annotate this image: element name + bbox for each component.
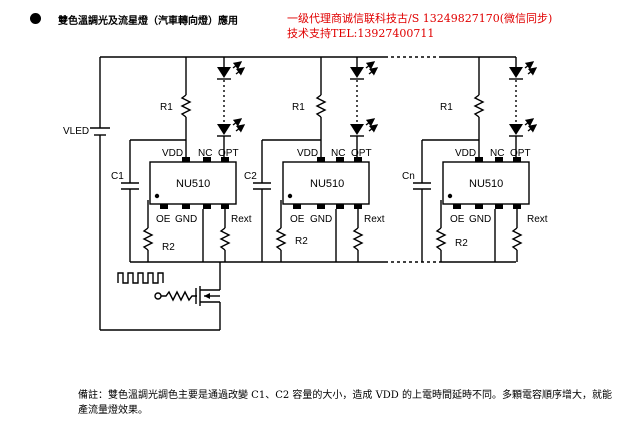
stage-2-gnd-pin: GND [310, 214, 332, 225]
stage-2-opt-pin: OPT [351, 148, 372, 159]
stage-1-oe-pin: OE [156, 214, 171, 225]
stage-2-cap-label: C2 [244, 171, 257, 182]
page-title: 雙色溫調光及流星燈（汽車轉向燈）應用 [58, 16, 238, 27]
stage-1-r2-label: R2 [162, 242, 175, 253]
stage-2-oe-pin: OE [290, 214, 305, 225]
stage-1-chip-label: NU510 [176, 178, 210, 190]
stage-2-r2-label: R2 [295, 236, 308, 247]
stage-n-nc-pin: NC [490, 148, 504, 159]
stage-n-opt-pin: OPT [510, 148, 531, 159]
stage-n-r2-label: R2 [455, 238, 468, 249]
stage-2-vdd-pin: VDD [297, 148, 318, 159]
stage-1-gnd-pin: GND [175, 214, 197, 225]
pwm-mosfet-control [117, 262, 221, 330]
stage-1-rext-pin: Rext [231, 214, 252, 225]
stage-n-chip-label: NU510 [469, 178, 503, 190]
stage-2-chip-label: NU510 [310, 178, 344, 190]
stage-2-nc-pin: NC [331, 148, 345, 159]
stage-n-r1-label: R1 [440, 102, 453, 113]
vled-supply: VLED [63, 57, 220, 331]
stage-2: R1 C2 NU510 VDD NC OPT OE GND Rext R2 [244, 57, 385, 262]
vled-label: VLED [63, 126, 89, 137]
stage-n-vdd-pin: VDD [455, 148, 476, 159]
header-bullet [30, 13, 41, 24]
stage-1: R1 C1 NU510 VDD NC OPT OE GND Rext [111, 57, 252, 262]
stage-1-nc-pin: NC [198, 148, 212, 159]
stage-1-vdd-pin: VDD [162, 148, 183, 159]
stage-2-rext-pin: Rext [364, 214, 385, 225]
stage-n-rext-pin: Rext [527, 214, 548, 225]
stage-n-cap-label: Cn [402, 171, 415, 182]
stage-1-opt-pin: OPT [218, 148, 239, 159]
vendor-support-line: 技术支持TEL:13927400711 [287, 27, 435, 40]
stage-n-gnd-pin: GND [469, 214, 491, 225]
stage-n: R1 Cn NU510 VDD NC OPT OE GND Rext R2 [402, 57, 548, 262]
stage-2-r1-label: R1 [292, 102, 305, 113]
vendor-contact-line: 一级代理商诚信联科技古/S 13249827170(微信同步) [287, 12, 553, 25]
stage-n-oe-pin: OE [450, 214, 465, 225]
stage-1-r1-label: R1 [160, 102, 173, 113]
footnote: 備註：雙色溫調光調色主要是通過改變 C1、C2 容量的大小，造成 VDD 的上電… [78, 390, 612, 416]
stage-1-cap-label: C1 [111, 171, 124, 182]
